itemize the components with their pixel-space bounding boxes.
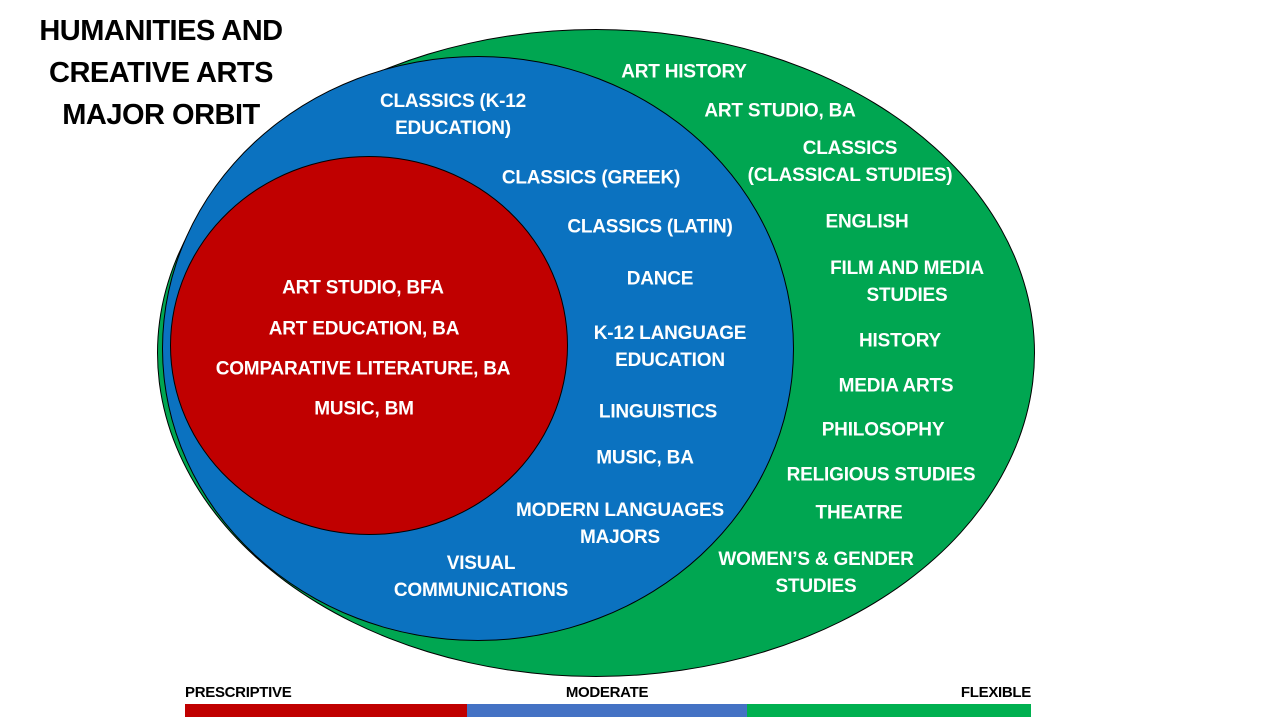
legend-bar-flexible xyxy=(747,704,1031,717)
major-label-music-bm: MUSIC, BM xyxy=(314,398,414,420)
major-label-art-history: ART HISTORY xyxy=(621,61,747,83)
major-label-classics-classical-studies: CLASSICS (CLASSICAL STUDIES) xyxy=(747,138,953,186)
major-label-media-arts: MEDIA ARTS xyxy=(838,375,954,397)
legend-bar-prescriptive xyxy=(185,704,467,717)
legend-bar-moderate xyxy=(467,704,747,717)
major-label-art-studio-bfa: ART STUDIO, BFA xyxy=(282,277,444,299)
major-label-classics-k12-education: CLASSICS (K-12 EDUCATION) xyxy=(379,91,527,139)
major-label-modern-languages-majors: MODERN LANGUAGES MAJORS xyxy=(516,500,724,548)
major-label-comparative-literature-ba: COMPARATIVE LITERATURE, BA xyxy=(215,358,511,380)
page-title: HUMANITIES AND CREATIVE ARTS MAJOR ORBIT xyxy=(39,15,283,131)
major-label-visual-communications: VISUAL COMMUNICATIONS xyxy=(393,553,569,601)
major-label-womens-gender-studies: WOMEN’S & GENDER STUDIES xyxy=(718,549,914,597)
major-label-classics-latin: CLASSICS (LATIN) xyxy=(567,216,733,238)
legend-label-moderate: MODERATE xyxy=(565,684,649,701)
legend-label-flexible: FLEXIBLE xyxy=(960,684,1031,701)
major-label-religious-studies: RELIGIOUS STUDIES xyxy=(786,464,976,486)
major-label-english: ENGLISH xyxy=(825,211,909,233)
major-label-art-education-ba: ART EDUCATION, BA xyxy=(268,318,460,340)
major-label-music-ba: MUSIC, BA xyxy=(596,447,694,469)
legend-label-prescriptive: PRESCRIPTIVE xyxy=(185,684,292,701)
major-label-dance: DANCE xyxy=(626,268,694,290)
major-label-art-studio-ba: ART STUDIO, BA xyxy=(704,100,856,122)
major-label-theatre: THEATRE xyxy=(815,502,903,524)
major-label-k12-language-education: K-12 LANGUAGE EDUCATION xyxy=(593,323,747,371)
major-label-film-and-media-studies: FILM AND MEDIA STUDIES xyxy=(830,258,984,306)
major-label-classics-greek: CLASSICS (GREEK) xyxy=(501,167,681,189)
major-label-history: HISTORY xyxy=(858,330,942,352)
major-label-linguistics: LINGUISTICS xyxy=(598,401,718,423)
prescriptive-zone-ellipse xyxy=(170,156,568,535)
major-label-philosophy: PHILOSOPHY xyxy=(821,419,945,441)
